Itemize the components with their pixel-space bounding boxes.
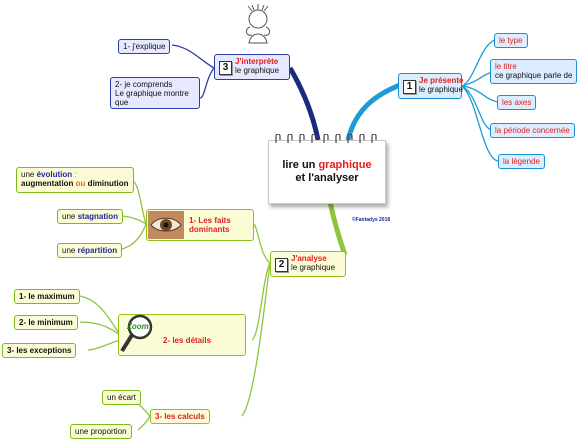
evo-colon: : (72, 170, 77, 179)
branch1-item-axes[interactable]: les axes (497, 95, 537, 110)
calculs-topic[interactable]: 3- les calculs (150, 409, 210, 424)
central-title-part1: lire un (282, 159, 319, 171)
faits-item-stagnation[interactable]: une stagnation (57, 209, 124, 224)
central-topic[interactable]: lire un graphique et l'analyser (268, 140, 386, 204)
item-label: le titre (495, 62, 517, 71)
branch2-links (79, 179, 271, 431)
faits-title-line2: dominants (189, 225, 230, 234)
branch2-title: J'analyse (291, 254, 327, 263)
branch1-topic[interactable]: 1 Je présente le graphique (398, 73, 464, 99)
item-label: la période concernée (495, 126, 570, 135)
item-label: 1- j'explique (123, 42, 166, 51)
item-label: le type (499, 36, 523, 45)
item-label: la légende (503, 157, 540, 166)
item-label: 3- les exceptions (7, 346, 72, 355)
item-label: un écart (107, 393, 136, 402)
calculs-item-ecart[interactable]: un écart (102, 390, 141, 405)
thinking-person-icon (245, 4, 271, 44)
evo-keyword: évolution (36, 170, 73, 179)
item-sub: Le graphique montre (115, 89, 189, 98)
zoom-label: Zoom (127, 322, 149, 331)
branch1-item-periode[interactable]: la période concernée (490, 123, 575, 138)
item-label: 2- je comprends (115, 80, 173, 89)
central-title-keyword: graphique (318, 159, 372, 171)
stag-keyword: stagnation (77, 212, 119, 221)
branch1-title: Je présente (419, 76, 464, 85)
branch3-topic[interactable]: 3 J'interprète le graphique (214, 54, 290, 80)
link-center-branch3 (287, 66, 321, 141)
details-item-exceptions[interactable]: 3- les exceptions (2, 343, 77, 358)
faits-title: 1- Les faits (189, 216, 231, 225)
calculs-title: 3- les calculs (155, 412, 205, 421)
zoom-magnifier-icon (120, 314, 153, 353)
item-label: 1- le maximum (19, 292, 75, 301)
rep-prefix: une (62, 246, 78, 255)
copyright-text: ©Fantadys 2018 (352, 217, 391, 223)
evo-or: ou (75, 179, 86, 188)
branch3-subtitle: le graphique (235, 66, 280, 75)
branch3-item-comprends[interactable]: 2- je comprends Le graphique montre que (110, 77, 200, 109)
item-sub: ce graphique parle de (495, 71, 573, 80)
item-label: les axes (502, 98, 532, 107)
faits-item-repartition[interactable]: une répartition (57, 243, 123, 258)
branch1-item-type[interactable]: le type (494, 33, 528, 48)
branch3-number-icon: 3 (219, 61, 232, 75)
evo-decrease: diminution (85, 179, 129, 188)
branch1-subtitle: le graphique (419, 85, 464, 94)
notepad-spiral-icon (275, 134, 377, 143)
branch2-number-icon: 2 (275, 258, 288, 272)
eye-icon (148, 211, 184, 239)
evo-increase: augmentation (21, 179, 76, 188)
stag-prefix: une (62, 212, 78, 221)
central-title-line2: et l'analyser (295, 172, 359, 184)
central-title: lire un graphique et l'analyser (269, 159, 385, 185)
link-center-branch2 (327, 201, 348, 256)
item-sub: que (115, 98, 129, 107)
details-item-maximum[interactable]: 1- le maximum (14, 289, 80, 304)
calculs-item-proportion[interactable]: une proportion (70, 424, 132, 439)
branch1-links (461, 39, 499, 162)
branch3-title: J'interprète (235, 57, 279, 66)
branch3-item-explique[interactable]: 1- j'explique (118, 39, 171, 54)
item-label: une proportion (75, 427, 127, 436)
link-center-branch1 (345, 82, 401, 141)
branch2-subtitle: le graphique (291, 263, 336, 272)
branch1-number-icon: 1 (403, 80, 416, 94)
branch2-topic[interactable]: 2 J'analyse le graphique (270, 251, 346, 277)
branch3-links (171, 44, 215, 99)
rep-keyword: répartition (77, 246, 118, 255)
details-item-minimum[interactable]: 2- le minimum (14, 315, 78, 330)
faits-item-evolution[interactable]: une évolution : augmentation ou diminuti… (16, 167, 134, 193)
evo-prefix: une (21, 170, 37, 179)
branch1-item-legende[interactable]: la légende (498, 154, 545, 169)
item-label: 2- le minimum (19, 318, 73, 327)
details-title: 2- les détails (163, 336, 212, 345)
